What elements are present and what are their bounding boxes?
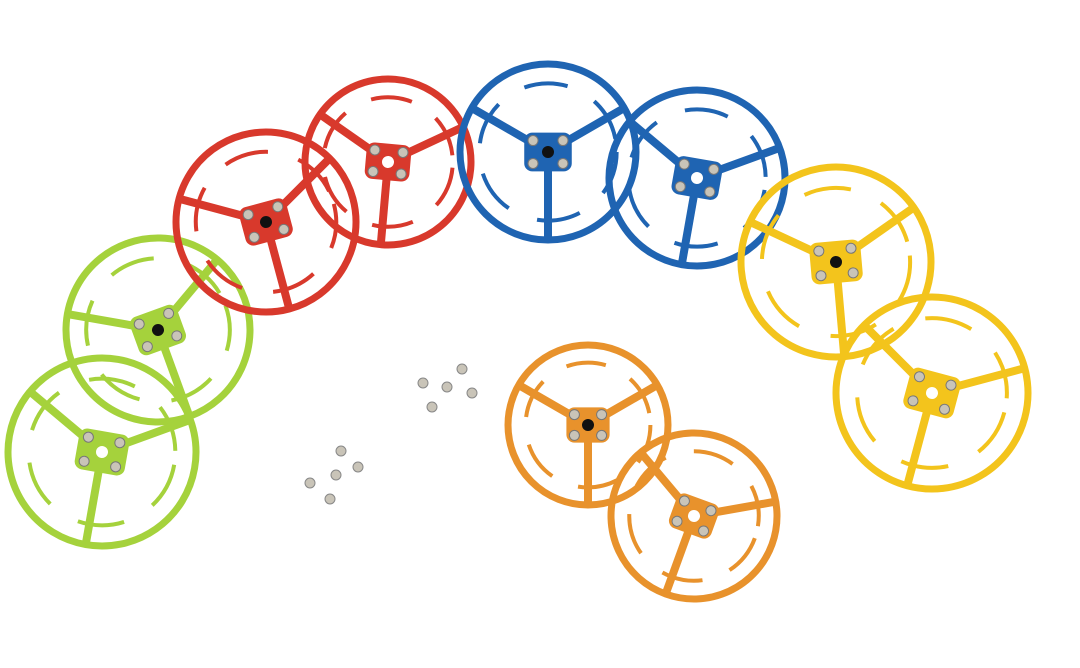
screw — [369, 144, 381, 156]
screw — [674, 181, 686, 193]
screw — [596, 429, 608, 441]
loose-screw — [441, 381, 453, 393]
blue-wheel — [605, 86, 789, 270]
center-hole — [926, 387, 938, 399]
screw — [845, 242, 857, 254]
center-hole — [382, 156, 394, 168]
screw — [847, 267, 859, 279]
screw — [708, 163, 720, 175]
screw — [913, 371, 925, 383]
center-hole — [260, 216, 272, 228]
screw — [242, 209, 254, 221]
center-hole — [582, 419, 594, 431]
screw — [678, 158, 690, 170]
screw — [945, 379, 957, 391]
screw — [596, 409, 608, 421]
screw — [557, 157, 569, 169]
green-wheel — [62, 234, 254, 426]
screw — [813, 245, 825, 257]
loose-screw — [330, 469, 342, 481]
loose-screw — [426, 401, 438, 413]
yellow-wheel — [737, 163, 935, 361]
screw — [527, 157, 539, 169]
screw — [568, 409, 580, 421]
screw — [678, 495, 690, 507]
loose-screw — [352, 461, 364, 473]
loose-screw — [466, 387, 478, 399]
screw — [698, 525, 710, 537]
screw — [568, 429, 580, 441]
screw — [248, 231, 260, 243]
blue-wheel — [456, 60, 640, 244]
screw — [939, 403, 951, 415]
orange-wheel — [504, 341, 672, 509]
screw — [114, 437, 126, 449]
screw — [705, 505, 717, 517]
center-hole — [542, 146, 554, 158]
screw — [907, 395, 919, 407]
screw — [163, 307, 175, 319]
yellow-wheel — [832, 293, 1032, 493]
screw — [815, 270, 827, 282]
screw — [141, 341, 153, 353]
screw — [527, 135, 539, 147]
center-hole — [691, 172, 703, 184]
screw — [171, 330, 183, 342]
screw — [133, 318, 145, 330]
screw — [278, 223, 290, 235]
loose-screw — [335, 445, 347, 457]
screw — [78, 455, 90, 467]
screw — [395, 168, 407, 180]
screw — [82, 431, 94, 443]
center-hole — [830, 256, 842, 268]
screw — [367, 166, 379, 178]
orange-wheel — [607, 429, 781, 603]
red-wheel — [172, 128, 360, 316]
screw — [704, 186, 716, 198]
screw — [557, 135, 569, 147]
red-wheel — [301, 75, 475, 249]
loose-screw — [417, 377, 429, 389]
green-wheel — [4, 354, 200, 550]
center-hole — [96, 446, 108, 458]
loose-screw — [456, 363, 468, 375]
screw — [397, 146, 409, 158]
loose-screw — [324, 493, 336, 505]
screw — [671, 515, 683, 527]
loose-screw — [304, 477, 316, 489]
screw — [110, 461, 122, 473]
center-hole — [688, 510, 700, 522]
center-hole — [152, 324, 164, 336]
screw — [272, 201, 284, 213]
